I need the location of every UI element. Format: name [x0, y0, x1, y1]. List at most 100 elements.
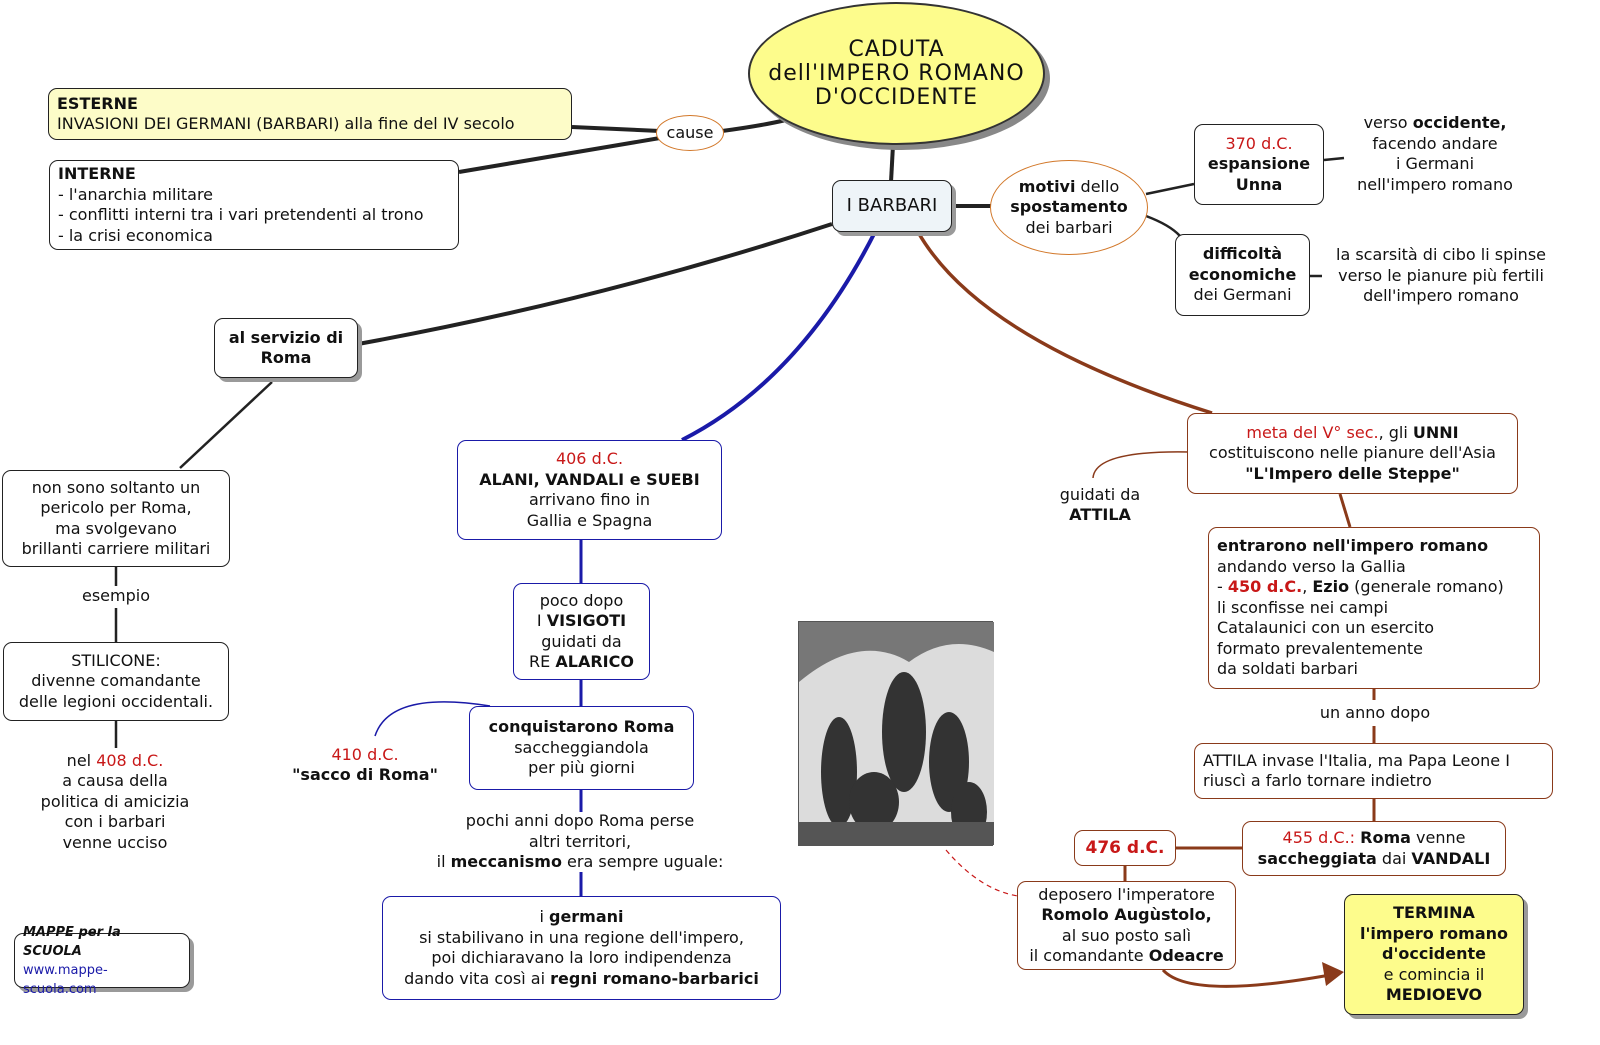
text-segment: pochi anni dopo Roma perse: [465, 811, 695, 831]
germani-line: poi dichiaravano la loro indipendenza: [431, 948, 731, 969]
text-segment: andando verso la Gallia: [1217, 556, 1406, 576]
title-line: CADUTA: [848, 37, 944, 62]
text-segment: e comincia il: [1383, 964, 1485, 984]
text-segment: divenne comandante: [31, 671, 201, 691]
title-line: D'OCCIDENTE: [815, 85, 978, 110]
cause-label[interactable]: cause: [656, 115, 724, 151]
text-segment: pericolo per Roma,: [40, 498, 192, 517]
visigoti-line: guidati da: [541, 632, 621, 653]
text-segment: al suo posto salì: [1061, 925, 1192, 945]
text-segment: economiche: [1188, 264, 1297, 284]
text-segment: d'occidente: [1382, 944, 1486, 964]
text-segment: 410 d.C.: [331, 744, 399, 764]
text-segment: 406 d.C.: [555, 449, 624, 468]
text-segment: il: [436, 852, 451, 872]
text-segment: espansione: [1207, 154, 1311, 174]
mappe-logo[interactable]: MAPPE per la SCUOLA www.mappe-scuola.com: [14, 925, 190, 997]
text-segment: esempio: [82, 585, 150, 605]
visigoti-line: poco dopo: [540, 591, 624, 612]
text-segment: 455 d.C.:: [1282, 828, 1356, 847]
text-segment: MEDIOEVO: [1385, 985, 1483, 1005]
text-segment: poco dopo: [539, 590, 624, 610]
text-segment: ,: [1302, 577, 1313, 597]
germani-line: i germani: [539, 907, 623, 928]
year-476-node[interactable]: 476 d.C.: [1074, 830, 1176, 866]
alani-line: 406 d.C.: [556, 449, 623, 470]
difficolta-line: difficoltà: [1203, 244, 1282, 265]
unna-line: Unna: [1236, 175, 1283, 196]
text-segment: la scarsità di cibo li spinse: [1336, 245, 1546, 265]
text-segment: delle legioni occidentali.: [18, 691, 214, 711]
occidente-line: facendo andare: [1372, 134, 1497, 155]
text-segment: da soldati barbari: [1217, 659, 1358, 679]
termina-line: d'occidente: [1382, 944, 1486, 965]
barbari-line: I BARBARI: [846, 194, 938, 217]
text-segment: riuscì a farlo tornare indietro: [1203, 771, 1432, 790]
logo-url[interactable]: www.mappe-scuola.com: [23, 962, 108, 997]
unni-line: costituiscono nelle pianure dell'Asia: [1209, 443, 1496, 464]
pochianni-line: altri territori,: [529, 832, 631, 853]
entrarono-line: andando verso la Gallia: [1217, 557, 1406, 578]
text-segment: VISIGOTI: [546, 611, 627, 630]
deposero-line: al suo posto salì: [1062, 926, 1191, 947]
text-segment: occidente,: [1412, 113, 1507, 132]
unna-line: espansione: [1208, 154, 1310, 175]
text-segment: - l'anarchia militare: [58, 184, 214, 204]
entrarono-line: Catalaunici con un esercito: [1217, 618, 1434, 639]
invase-line: ATTILA invase l'Italia, ma Papa Leone I: [1203, 751, 1510, 772]
text-segment: TERMINA: [1393, 903, 1475, 923]
text-segment: 476 d.C.: [1085, 837, 1165, 858]
motivi-line: motivi dello: [1019, 177, 1119, 198]
text-segment: formato prevalentemente: [1217, 638, 1423, 658]
text-segment: I: [536, 611, 547, 630]
entrarono-line: - 450 d.C., Ezio (generale romano): [1217, 577, 1504, 598]
text-segment: "sacco di Roma": [292, 765, 438, 784]
text-segment: (generale romano): [1349, 577, 1504, 597]
germani-line: dando vita così ai regni romano-barbaric…: [404, 969, 759, 990]
ucciso-line: politica di amicizia: [41, 792, 190, 813]
esterne-line: INVASIONI DEI GERMANI (BARBARI) alla fin…: [57, 114, 515, 135]
sacco-label: 410 d.C."sacco di Roma": [275, 743, 455, 787]
text-segment: conquistarono Roma: [488, 717, 675, 737]
text-segment: Romolo Augùstolo,: [1041, 905, 1212, 924]
pochianni-line: pochi anni dopo Roma perse: [466, 811, 694, 832]
barbari-node[interactable]: I BARBARI: [832, 180, 952, 232]
text-segment: i: [539, 907, 549, 926]
interne-node[interactable]: INTERNE- l'anarchia militare- conflitti …: [49, 160, 459, 250]
text-segment: nell'impero romano: [1357, 174, 1513, 194]
occidente-line: i Germani: [1396, 154, 1474, 175]
scarsita-line: la scarsità di cibo li spinse: [1336, 245, 1546, 266]
text-segment: I BARBARI: [846, 194, 938, 216]
text-segment: non sono soltanto un: [31, 477, 201, 497]
text-segment: UNNI: [1412, 422, 1459, 442]
termina-line: MEDIOEVO: [1386, 985, 1482, 1006]
nonsono-line: non sono soltanto un: [32, 478, 201, 499]
text-segment: i Germani: [1395, 154, 1475, 173]
text-segment: altri territori,: [528, 831, 632, 851]
text-segment: STILICONE:: [71, 650, 161, 670]
logo-title: MAPPE per la SCUOLA: [23, 924, 121, 959]
text-segment: 370 d.C.: [1225, 133, 1293, 153]
termina-line: TERMINA: [1393, 903, 1475, 924]
text-segment: regni romano-barbarici: [550, 968, 759, 988]
text-segment: dell'impero romano: [1363, 286, 1519, 306]
